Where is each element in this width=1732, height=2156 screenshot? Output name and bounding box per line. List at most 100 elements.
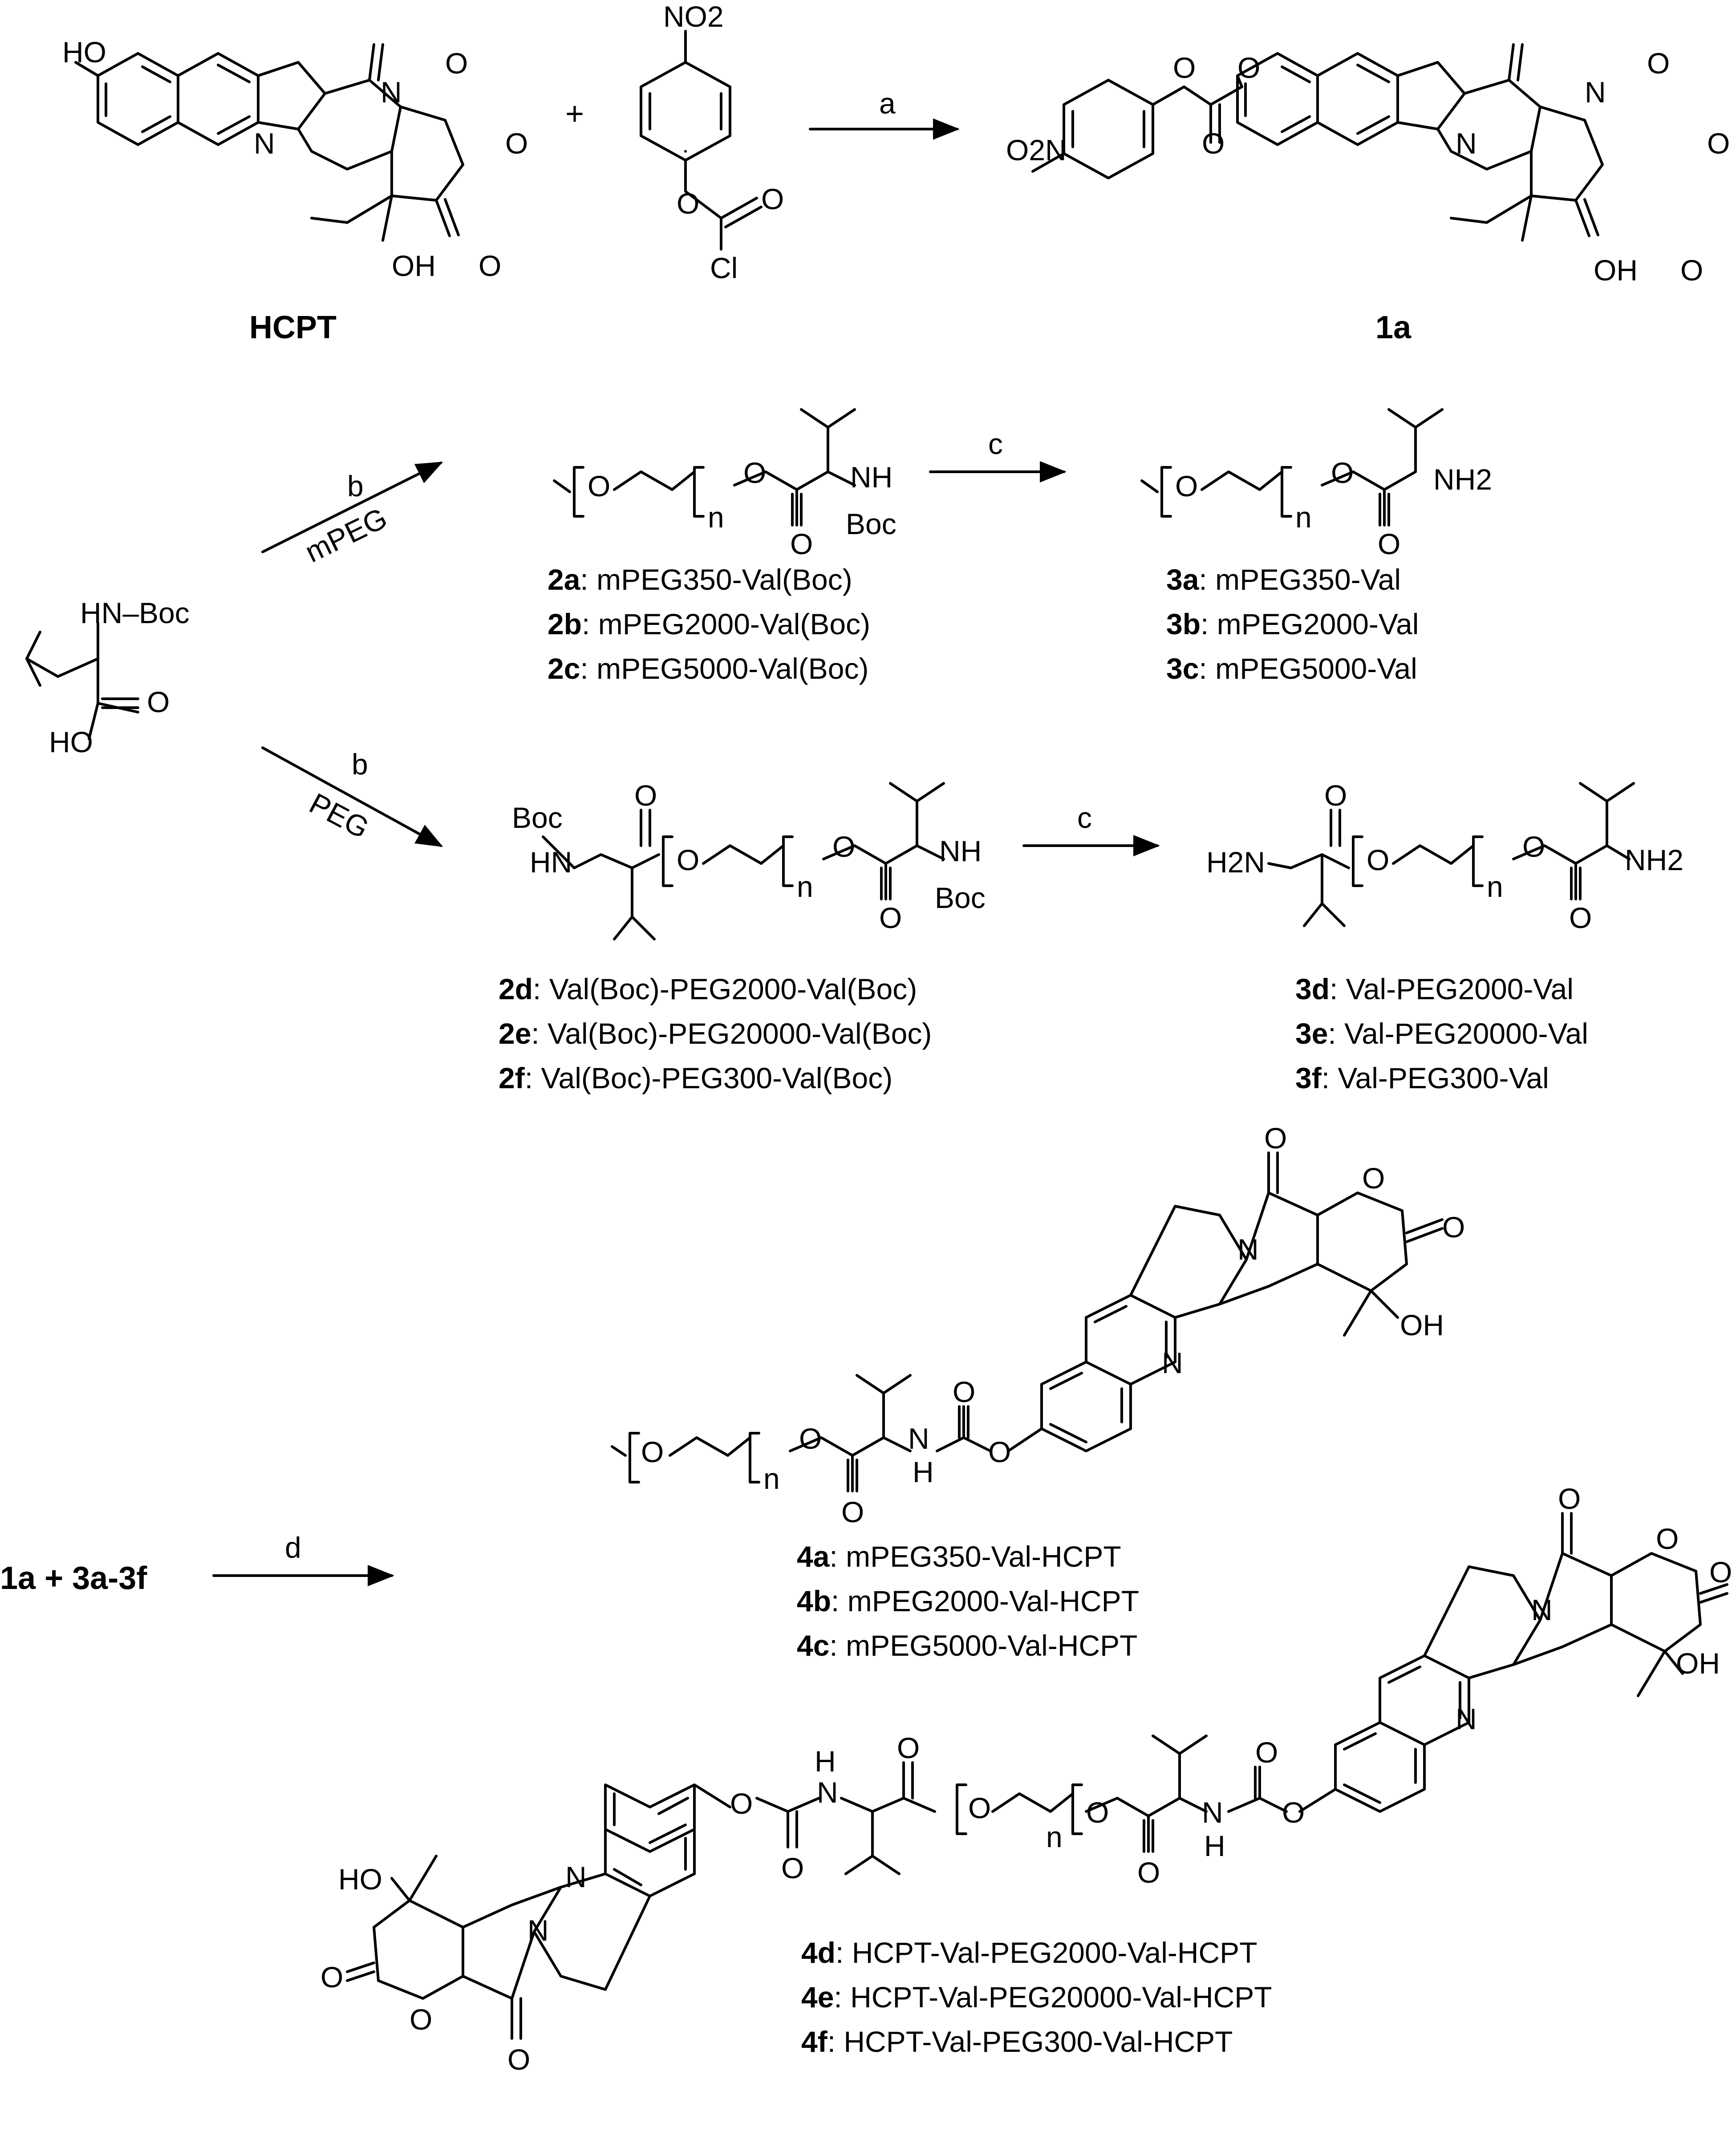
4abc-n-pyridone: N [1237,1233,1259,1266]
4def-oh-right: OH [1676,1647,1720,1680]
label-3f: 3f: Val-PEG300-Val [1295,1062,1549,1094]
4def-o-aryl-right: O [1282,1796,1305,1829]
2def-boc-right: Boc [935,881,986,914]
reagent-c1: c [988,427,1003,460]
1a-o-carbonate: O [1202,127,1225,160]
4def-n-subscript: n [1046,1820,1063,1853]
4abc-o-ring: O [1362,1162,1385,1195]
3abc-nh2: NH2 [1433,463,1492,496]
label-3b: 3b: mPEG2000-Val [1166,608,1419,640]
reaction-d-reactants: 1a + 3a-3f [0,1560,147,1596]
label-4d: 4d: HCPT-Val-PEG2000-Val-HCPT [801,1936,1257,1969]
label-3d: 3d: Val-PEG2000-Val [1295,973,1574,1005]
reagent-b2: b [352,748,368,781]
hcpt-oh: OH [392,249,436,282]
label-3c: 3c: mPEG5000-Val [1166,652,1417,685]
boc-valine-structure [25,622,139,740]
hcpt-ho: HO [62,36,106,69]
4abc-o-carbamate-c: O [953,1375,975,1408]
4abc-h-carbamate: H [913,1455,934,1488]
2abc-boc: Boc [846,507,896,540]
4abc-o-ketone: O [1264,1122,1287,1155]
compound-2def-structure [542,782,945,940]
3def-n-subscript: n [1487,870,1503,903]
4def-o-ketone-right: O [1558,1482,1581,1515]
2abc-o-carbonyl: O [790,527,813,560]
boc-val-hn-boc: HN–Boc [80,596,190,629]
1a-oh: OH [1594,254,1638,287]
hcpt-o-carbonyl: O [445,47,468,80]
hcpt-n-quinoline: N [254,127,275,160]
label-3a: 3a: mPEG350-Val [1166,563,1401,596]
label-2e: 2e: Val(Boc)-PEG20000-Val(Boc) [499,1017,932,1050]
2abc-o-ester: O [743,456,766,489]
4def-o-lactone-right: O [1709,1556,1732,1589]
boc-val-o: O [147,685,170,718]
4def-o-carbonyl-left: O [897,1731,920,1764]
4abc-o-carbonyl: O [841,1495,864,1528]
reagent-peg: PEG [304,786,374,845]
3abc-o-peg: O [1175,470,1198,503]
labels-4def: 4d: HCPT-Val-PEG2000-Val-HCPT 4e: HCPT-V… [801,1936,1272,2058]
4abc-n-subscript: n [763,1462,780,1495]
2abc-nh: NH [850,461,892,494]
4def-o-carbonyl-right: O [1137,1856,1160,1889]
2abc-n-subscript: n [708,501,724,534]
3abc-n-subscript: n [1295,501,1312,534]
hcpt-n-pyridone: N [381,76,402,109]
labels-3abc: 3a: mPEG350-Val 3b: mPEG2000-Val 3c: mPE… [1166,563,1419,685]
4abc-o-lactone: O [1442,1211,1465,1244]
3def-o-right-carbonyl: O [1569,901,1592,934]
4def-o-ketone-left: O [507,2043,530,2076]
4def-n-right: N [1202,1796,1223,1829]
arrow-b-peg [261,746,443,847]
compound-label-1a: 1a [1375,310,1412,345]
1a-o-ester2: O [1237,51,1260,84]
labels-3def: 3d: Val-PEG2000-Val 3e: Val-PEG20000-Val… [1295,973,1588,1094]
2def-o-ester: O [832,830,855,863]
reagent-a: a [879,87,896,120]
compound-3abc-structure [1140,408,1444,527]
4def-n-pyridone-right: N [1531,1593,1553,1626]
hcpt-o-lactone: O [479,249,501,282]
4def-o-aryl-left: O [730,1787,753,1820]
4def-h-right: H [1204,1829,1225,1862]
label-2d: 2d: Val(Boc)-PEG2000-Val(Boc) [499,973,917,1005]
4def-n-left: N [817,1776,838,1809]
1a-n-quinoline: N [1456,127,1477,160]
2abc-o-peg: O [588,470,610,503]
chloroformate-o: O [677,187,699,220]
4def-o-lactone-left: O [320,1961,343,1994]
reagent-b1: b [347,470,364,503]
1a-o2n: O2N [1006,134,1067,166]
4abc-n-quinoline: N [1162,1346,1183,1379]
nitro-group: NO2 [663,0,724,33]
4def-n-pyridone-left: N [527,1914,549,1947]
2def-hn-left: HN [530,846,572,879]
4abc-o-ester: O [799,1422,822,1455]
compound-label-hcpt: HCPT [249,310,337,345]
1a-o-ring: O [1707,127,1730,160]
2def-o-left-carbonyl: O [634,779,657,812]
label-2a: 2a: mPEG350-Val(Boc) [548,563,852,596]
boc-val-ho: HO [49,725,93,758]
hcpt-structure [74,43,464,242]
label-2b: 2b: mPEG2000-Val(Boc) [548,608,870,640]
plus-sign: + [565,96,584,132]
4def-o-carbamate-left: O [781,1852,804,1884]
reagent-c2: c [1077,801,1092,834]
4def-o-ring-left: O [410,2003,432,2036]
2def-n-subscript: n [797,870,813,903]
4def-n-quinoline-left: N [565,1860,587,1893]
2def-nh-right: NH [939,835,982,867]
nitrophenyl-chloroformate-structure [640,30,763,251]
3def-o-peg: O [1367,843,1389,876]
compound-4def-structure [346,1512,1728,2040]
label-3e: 3e: Val-PEG20000-Val [1295,1017,1588,1050]
4def-o-peg: O [968,1791,991,1824]
reagent-d: d [285,1531,301,1564]
compound-4abc-structure [611,1151,1444,1492]
chloroformate-carbonyl-o: O [761,182,784,215]
1a-o-lactone: O [1680,254,1703,287]
